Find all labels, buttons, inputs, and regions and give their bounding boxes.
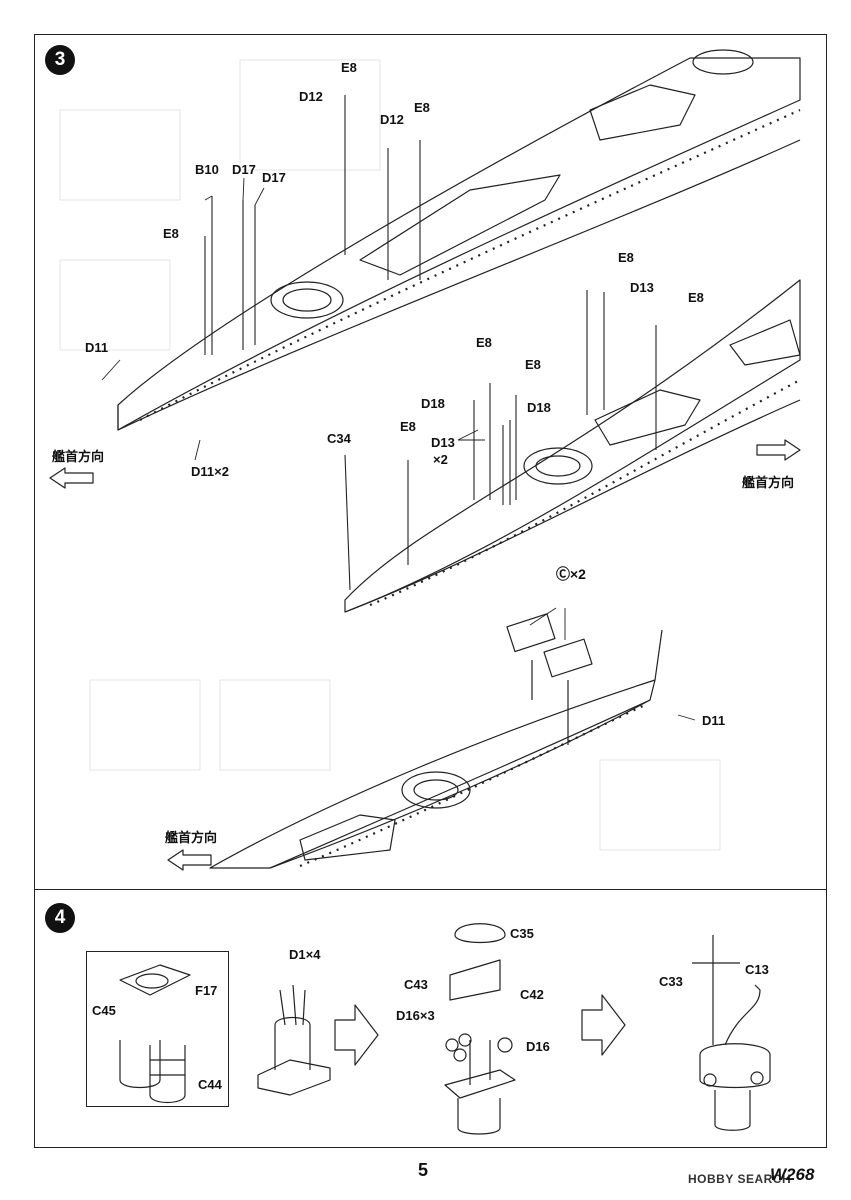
part-label-b10: B10 xyxy=(195,162,219,177)
part-label-d13-x2: D13 xyxy=(431,435,455,450)
page-number: 5 xyxy=(418,1160,429,1180)
part-label-c44: C44 xyxy=(198,1077,222,1092)
part-label-d17: D17 xyxy=(232,162,256,177)
hull-bow-upper xyxy=(117,49,801,431)
part-label-d12: D12 xyxy=(380,112,404,127)
part-label-c35: C35 xyxy=(510,926,534,941)
part-label-e8: E8 xyxy=(163,226,179,241)
part-label-e8: E8 xyxy=(688,290,704,305)
part-label-d11: D11 xyxy=(702,713,726,728)
step-4-number: 4 xyxy=(45,903,75,933)
part-label-d1-x4: D1×4 xyxy=(289,947,321,962)
detail-inset xyxy=(86,951,229,1107)
part-label-d12: D12 xyxy=(299,89,323,104)
part-label-e8: E8 xyxy=(414,100,430,115)
watermark: HOBBY SEARCH xyxy=(688,1172,792,1186)
part-label-c33: C33 xyxy=(659,974,683,989)
hull-bow-lower xyxy=(209,613,663,869)
part-label-c45: C45 xyxy=(92,1003,116,1018)
part-label-d13-x2-count: ×2 xyxy=(433,452,448,467)
part-label-d16: D16 xyxy=(526,1039,550,1054)
part-label-e8: E8 xyxy=(400,419,416,434)
part-label-e8: E8 xyxy=(525,357,541,372)
hull-bow-middle xyxy=(344,279,801,613)
part-label-d18: D18 xyxy=(421,396,445,411)
part-label-e8: E8 xyxy=(341,60,357,75)
part-label-c42: C42 xyxy=(520,987,544,1002)
part-label-e8: E8 xyxy=(618,250,634,265)
part-label-c34: C34 xyxy=(327,431,351,446)
model-code: W268 xyxy=(770,1165,815,1184)
instruction-frame xyxy=(34,34,827,1148)
part-label-c13: C13 xyxy=(745,962,769,977)
part-label-d16-x3: D16×3 xyxy=(396,1008,435,1023)
bow-direction-label: 艦首方向 xyxy=(742,475,795,490)
part-label-d13: D13 xyxy=(630,280,654,295)
part-label-c-x2: Ⓒ×2 xyxy=(556,566,586,582)
bow-direction-label: 艦首方向 xyxy=(165,830,218,845)
step-divider xyxy=(34,889,827,890)
part-label-d11-x2: D11×2 xyxy=(191,464,229,479)
part-label-f17: F17 xyxy=(195,983,218,998)
part-label-c43: C43 xyxy=(404,977,428,992)
part-label-d18: D18 xyxy=(527,400,551,415)
part-label-d11: D11 xyxy=(85,340,109,355)
part-label-e8: E8 xyxy=(476,335,492,350)
bow-direction-label: 艦首方向 xyxy=(52,449,105,464)
part-label-d17: D17 xyxy=(262,170,286,185)
step-3-number: 3 xyxy=(45,45,75,75)
